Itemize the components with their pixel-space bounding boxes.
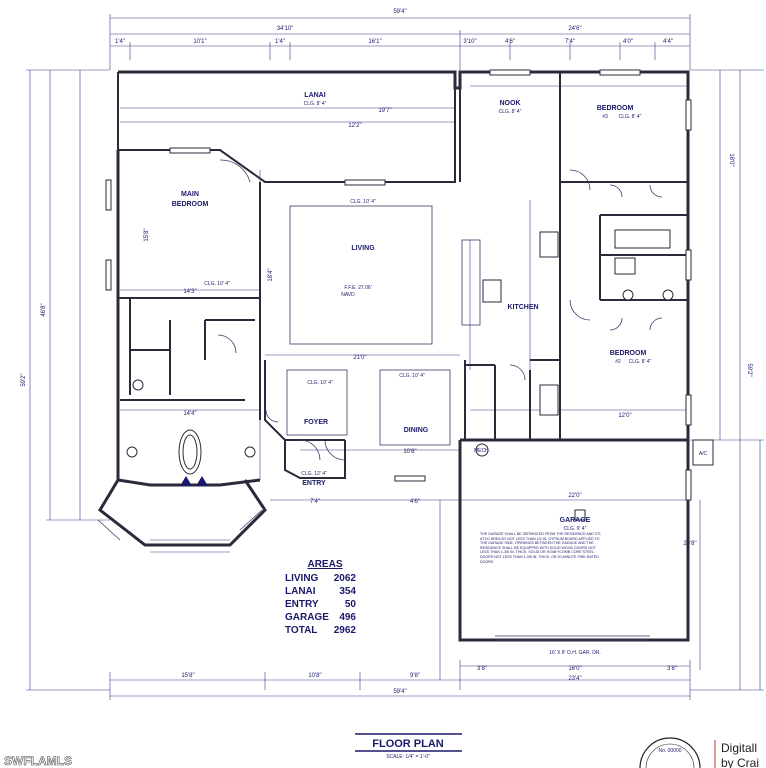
signature-line-2: by Crai <box>721 756 759 768</box>
plan-title: FLOOR PLAN <box>372 738 444 750</box>
dim-bottom-left: 15'8" <box>181 673 194 679</box>
room-garage-ceiling: CLG. 9' 4" <box>564 526 587 532</box>
dim-top-seg-9: 4'4" <box>663 39 673 45</box>
dim-main-bed-depth: 15'8" <box>144 228 150 241</box>
room-living-ffe: F.F.E. 27.06' <box>344 285 371 291</box>
room-garage-label: GARAGE <box>560 517 591 524</box>
room-foyer-ceiling: CLG. 10' 4" <box>307 380 333 386</box>
room-living-ceiling: CLG. 10' 4" <box>350 199 376 205</box>
areas-row-living-label: LIVING <box>285 573 319 584</box>
dimension-lines <box>26 14 764 700</box>
walls <box>98 70 714 642</box>
room-dining-label: DINING <box>404 427 429 434</box>
areas-row-lanai-label: LANAI <box>285 586 316 597</box>
dim-garage-bottom: 23'4" <box>568 676 581 682</box>
room-bedroom3-label: BEDROOM <box>597 105 634 112</box>
areas-row-entry-label: ENTRY <box>285 599 319 610</box>
room-nook-ceiling: CLG. 8' 4" <box>499 109 522 115</box>
room-lanai-ceiling: CLG. 8' 4" <box>304 101 327 107</box>
dim-bottom-mid: 10'8" <box>308 673 321 679</box>
room-nook-label: NOOK <box>500 100 521 107</box>
room-bedroom3-num: #3 <box>602 114 608 120</box>
dim-bath-width: 14'4" <box>183 411 196 417</box>
dim-garage-width: 22'0" <box>568 493 581 499</box>
areas-title: AREAS <box>307 559 342 570</box>
title-block: FLOOR PLAN SCALE: 1/4" = 1'-0" <box>355 733 462 760</box>
dim-top-seg-5: 3'10" <box>463 39 476 45</box>
room-bedroom2-label: BEDROOM <box>610 350 647 357</box>
areas-table: AREAS LIVING 2062 LANAI 354 ENTRY 50 GAR… <box>285 559 356 636</box>
dim-garage-left-seg: 3'8" <box>477 666 487 672</box>
seal-text: No. 00000 <box>658 748 681 754</box>
dim-top-seg-4: 16'1" <box>368 39 381 45</box>
room-labels: LANAI CLG. 8' 4" NOOK CLG. 8' 4" BEDROOM… <box>172 92 708 656</box>
room-ac-label: A/C <box>699 451 708 457</box>
dim-top-seg-3: 1'4" <box>275 39 285 45</box>
dim-top-seg-2: 10'1" <box>193 39 206 45</box>
dim-entry-seg: 4'6" <box>410 499 420 505</box>
room-foyer-label: FOYER <box>304 419 328 426</box>
dim-garage-depth: 20'8" <box>683 541 696 547</box>
mls-watermark: SWFLAMLS <box>4 754 72 768</box>
dim-top-right: 24'6" <box>568 26 581 32</box>
room-entry-label: ENTRY <box>302 480 326 487</box>
fixtures <box>97 69 692 541</box>
areas-row-total-label: TOTAL <box>285 625 317 636</box>
dim-top-seg-8: 4'0" <box>623 39 633 45</box>
room-kitchen-label: KITCHEN <box>507 304 538 311</box>
dim-top-left: 34'10" <box>277 26 294 32</box>
room-bedroom3-ceiling: CLG. 8' 4" <box>619 114 642 120</box>
dim-overall-top: 59'4" <box>393 9 406 15</box>
dim-living-width: 21'0" <box>353 355 366 361</box>
dim-bottom-mid2: 9'8" <box>410 673 420 679</box>
dim-left-total: 59'2" <box>21 373 27 386</box>
room-living-label: LIVING <box>351 245 375 252</box>
dim-bottom-overall: 59'4" <box>393 689 406 695</box>
dim-top-seg-1: 1'4" <box>115 39 125 45</box>
areas-row-garage-label: GARAGE <box>285 612 329 623</box>
signature-line-1: Digitall <box>721 741 757 755</box>
dim-right-overall: 59'2" <box>746 363 752 376</box>
garage-note-text: THE GARAGE SHALL BE SEPARATED FROM THE R… <box>480 532 601 564</box>
areas-row-entry-value: 50 <box>345 599 357 610</box>
dim-garage-right-seg: 3'8" <box>667 666 677 672</box>
room-main-bedroom-label-2: BEDROOM <box>172 201 209 208</box>
room-bedroom2-ceiling: CLG. 8' 4" <box>629 359 652 365</box>
room-main-bedroom-ceiling: CLG. 10' 4" <box>204 281 230 287</box>
dim-lanai-width: 19'7" <box>378 108 391 114</box>
room-dining-ceiling: CLG. 10' 4" <box>399 373 425 379</box>
dim-left-overall: 46'8" <box>41 303 47 316</box>
room-mech-label: MECH. <box>474 448 490 454</box>
dim-top-seg-7: 7'4" <box>565 39 575 45</box>
garage-note-box: THE GARAGE SHALL BE SEPARATED FROM THE R… <box>480 532 601 564</box>
room-main-bedroom-label-1: MAIN <box>181 191 199 198</box>
room-entry-ceiling: CLG. 12' 4" <box>301 471 327 477</box>
dim-living-depth: 18'4" <box>268 268 274 281</box>
dim-lanai-width2: 12'2" <box>348 123 361 129</box>
room-lanai-label: LANAI <box>304 92 325 99</box>
plan-scale: SCALE: 1/4" = 1'-0" <box>386 754 430 760</box>
dim-foyer-seg: 7'4" <box>310 499 320 505</box>
areas-row-garage-value: 496 <box>339 612 356 623</box>
dimension-labels: 59'4" 34'10" 24'6" 1'4" 10'1" 1'4" 16'1"… <box>21 9 752 695</box>
areas-row-living-value: 2062 <box>334 573 357 584</box>
dim-garage-door: 16'0" <box>568 666 581 672</box>
dim-top-seg-6: 4'6" <box>505 39 515 45</box>
room-living-navd: NAVD <box>341 292 355 298</box>
dim-right-upper: 18'0" <box>728 153 734 166</box>
dim-dining-width: 10'8" <box>403 449 416 455</box>
dim-kitchen-width: 12'0" <box>618 413 631 419</box>
dim-main-bed-width: 14'3" <box>183 289 196 295</box>
engineer-seal: No. 00000 <box>639 737 701 768</box>
room-garage-door-label: 16' X 8' O.H. GAR. DR. <box>549 650 601 656</box>
areas-row-total-value: 2962 <box>334 625 357 636</box>
room-bedroom2-num: #2 <box>615 359 621 365</box>
areas-row-lanai-value: 354 <box>339 586 356 597</box>
